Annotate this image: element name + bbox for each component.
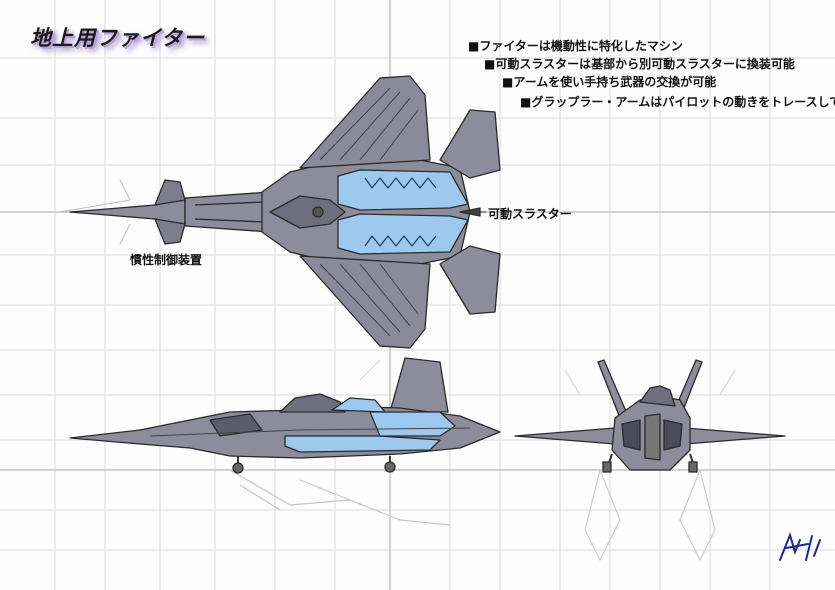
note-line-2: ■可動スラスターは基部から別可動スラスターに換装可能 [484, 57, 795, 71]
label-thruster: 可動スラスター [488, 207, 572, 221]
note-line-3: ■アームを使い手持ち武器の交換が可能 [502, 75, 717, 89]
note-line-4: ■グラップラー・アームはパイロットの動きをトレースして動かす [520, 95, 835, 109]
fighter-top-view [59, 75, 501, 349]
note-line-1: ■ファイターは機動性に特化したマシン [468, 39, 683, 53]
page-title: 地上用ファイター [30, 26, 206, 50]
fighter-side-view [69, 357, 501, 526]
artist-signature [779, 531, 821, 561]
label-inertia-control: 慣性制御装置 [130, 253, 203, 267]
fighter-front-view [514, 359, 786, 561]
